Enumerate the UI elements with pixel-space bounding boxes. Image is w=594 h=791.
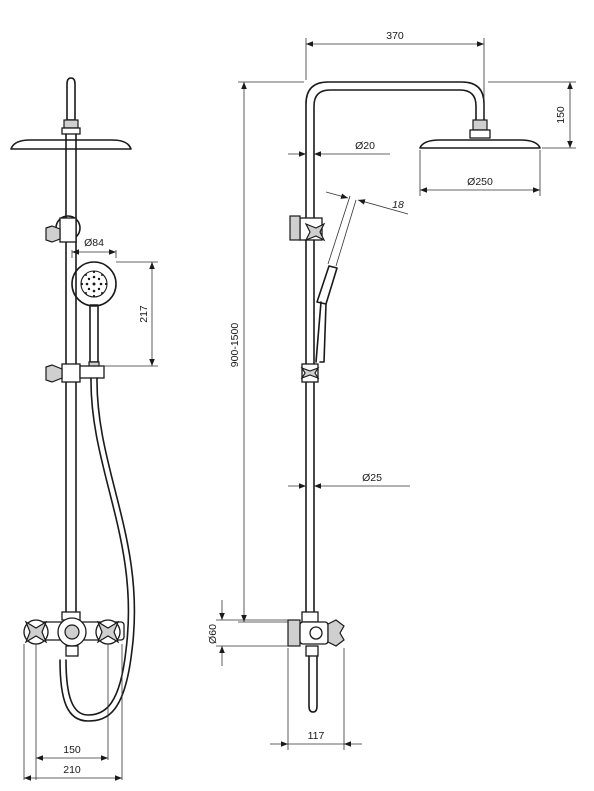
side-hose-drop <box>308 655 318 713</box>
dim-mixer-depth-label: 117 <box>308 730 325 742</box>
side-shower-head <box>419 139 541 149</box>
front-shower-head <box>10 139 132 150</box>
side-mixer-outlet <box>305 645 319 657</box>
front-hose-inner <box>59 377 136 722</box>
side-diverter-cross <box>304 222 326 242</box>
dim-hand-length-label: 217 <box>138 305 150 323</box>
side-mixer-handle <box>327 619 345 647</box>
dim-line-hand-angle <box>357 199 409 215</box>
side-lower-holder-cross <box>300 366 320 380</box>
front-hand-shower-face <box>71 261 117 307</box>
front-mixer-center-cap <box>64 624 80 640</box>
front-lower-knob <box>45 364 63 383</box>
dim-mixer-diameter-label: Ø60 <box>207 624 219 644</box>
front-right-handle <box>96 620 120 644</box>
front-hand-shower-nozzles <box>80 270 108 298</box>
dim-head-cap-label: Ø84 <box>84 237 104 249</box>
front-view: Ø84 217 150 210 <box>10 77 158 781</box>
dim-outer-width-label: 210 <box>63 764 81 776</box>
side-view: 370 150 Ø20 Ø250 18 900-1500 Ø25 <box>207 30 576 750</box>
front-hand-handle <box>89 304 99 363</box>
front-lower-holder <box>61 363 81 383</box>
side-hand-handle <box>319 303 327 363</box>
dim-rail-diameter-label: Ø25 <box>362 472 382 484</box>
dim-arm-reach-label: 370 <box>386 30 404 42</box>
dim-head-diameter-label: Ø250 <box>467 176 493 188</box>
side-arm-inner <box>313 89 477 219</box>
front-upper-holder <box>59 217 77 243</box>
side-head-connector <box>472 119 488 131</box>
front-top-pipe <box>66 77 76 121</box>
dim-arm-diameter-label: Ø20 <box>355 140 375 152</box>
front-mixer-outlet <box>65 645 79 657</box>
side-head-nut <box>469 129 491 139</box>
side-hand-handle-edge <box>315 301 322 363</box>
side-diverter-knob <box>289 215 301 241</box>
side-mixer-top-nut <box>301 611 319 623</box>
front-head-nut <box>61 127 81 135</box>
dim-head-height-label: 150 <box>555 106 567 124</box>
side-hand-shower <box>316 265 338 305</box>
front-hose-outer <box>65 377 130 716</box>
front-lower-bracket <box>79 365 105 379</box>
dim-height-range-label: 900-1500 <box>229 323 241 368</box>
dim-inner-spacing-label: 150 <box>63 744 81 756</box>
side-arm-outer <box>305 81 485 219</box>
side-mixer-wall <box>287 619 301 647</box>
front-upper-knob <box>45 225 61 243</box>
front-left-handle <box>24 620 48 644</box>
dim-hand-angle-label: 18 <box>392 199 404 211</box>
front-head-connector <box>63 119 79 129</box>
side-mixer-center <box>309 626 323 640</box>
